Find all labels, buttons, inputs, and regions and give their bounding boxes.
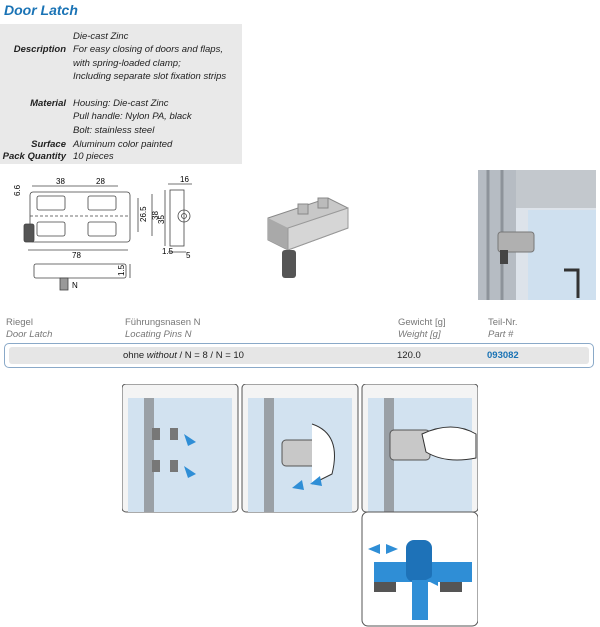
product-photo [267,197,349,278]
col-header-part-en: Part # [488,329,514,340]
col-header-part: Teil-Nr. Part # [488,317,518,341]
dim-5: 5 [186,251,191,260]
table-row: ohne without / N = 8 / N = 10 120.0 0930… [4,343,594,368]
material-value: Housing: Die-cast Zinc Pull handle: Nylo… [73,97,243,137]
material-line: Pull handle: Nylon PA, black [73,111,192,123]
dim-35: 35 [157,215,166,224]
material-line: Housing: Die-cast Zinc [73,98,169,109]
install-step-3 [361,384,478,513]
dim-38: 38 [56,177,65,186]
cell-pins: ohne without / N = 8 / N = 10 [123,350,244,361]
dim-n: N [72,281,78,290]
dim-6-6: 6.6 [13,184,22,196]
cell-pins-rest: / N = 8 / N = 10 [179,350,244,361]
description-value: Die-cast Zinc For easy closing of doors … [73,30,243,83]
dim-28: 28 [96,177,105,186]
material-line: Bolt: stainless steel [73,124,155,136]
description-line: with spring-loaded clamp; [73,57,181,69]
col-header-pins-de: Führungsnasen N [125,317,201,328]
col-header-latch-de: Riegel [6,317,33,328]
cell-weight: 120.0 [397,350,421,361]
install-step-1 [122,384,239,513]
description-line: Die-cast Zinc [73,31,129,42]
col-header-latch-en: Door Latch [6,329,53,340]
col-header-latch: Riegel Door Latch [6,317,52,341]
pack-label: Pack Quantity [2,151,66,162]
cell-part-number[interactable]: 093082 [487,350,519,361]
description-line: For easy closing of doors and flaps, [73,44,223,56]
col-header-weight-en: Weight [g] [398,329,441,340]
dim-38-vertical: 38 [151,211,160,220]
dim-16: 16 [180,175,189,184]
cell-pins-de: ohne [123,350,145,361]
col-header-weight: Gewicht [g] Weight [g] [398,317,446,341]
install-step-2 [241,384,359,513]
dim-1-5-bottom: 1.5 [117,264,126,276]
cell-pins-en: without [146,350,177,361]
technical-drawing: 38 28 6.6 26.5 38 35 78 1.5 1.5 16 5 N [13,175,192,291]
dim-26-5: 26.5 [139,206,148,222]
description-label: Description [13,44,66,55]
installed-photo [478,170,596,300]
surface-value: Aluminum color painted [73,139,173,150]
dim-1-5: 1.5 [162,247,174,256]
material-label: Material [30,98,66,109]
page-title: Door Latch [4,2,78,18]
installation-diagram [122,384,478,627]
col-header-weight-de: Gewicht [g] [398,317,446,328]
spec-panel: Description Die-cast Zinc For easy closi… [0,24,242,164]
description-line: Including separate slot fixation strips [73,70,227,82]
col-header-pins: Führungsnasen N Locating Pins N [125,317,201,341]
dim-78: 78 [72,251,81,260]
pack-value: 10 pieces [73,151,114,162]
col-header-part-de: Teil-Nr. [488,317,518,328]
detail-inset [361,511,478,627]
surface-label: Surface [31,139,66,150]
col-header-pins-en: Locating Pins N [125,329,192,340]
